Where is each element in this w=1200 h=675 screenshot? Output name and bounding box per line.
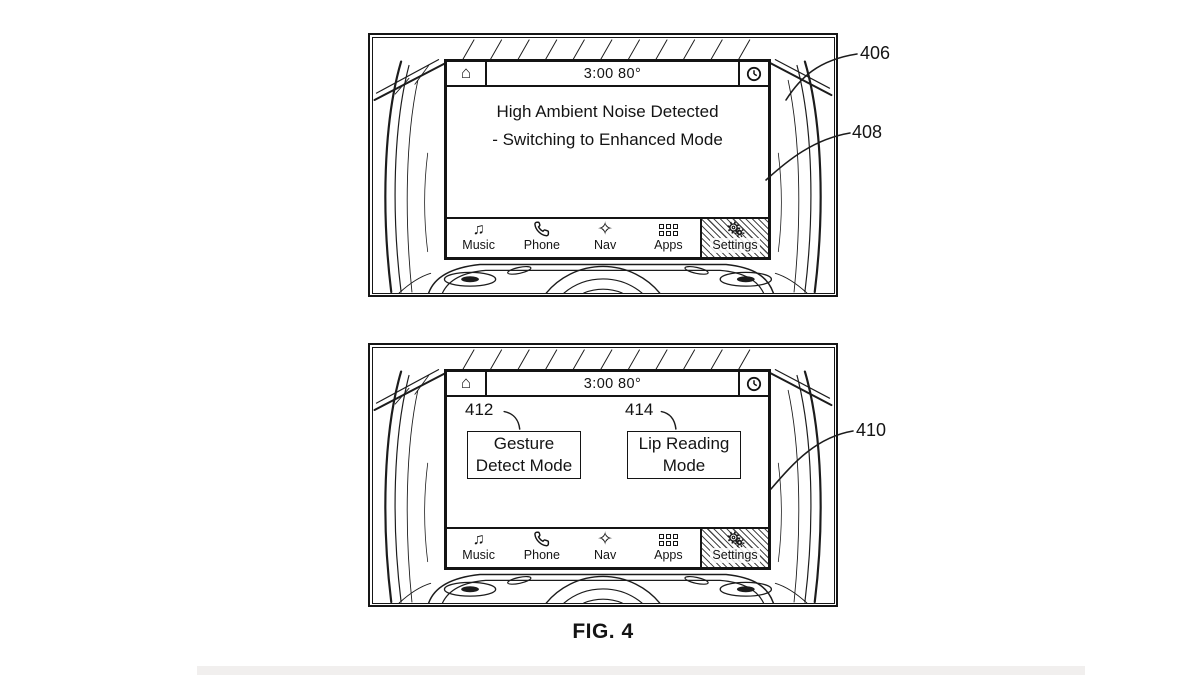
toolbar-item-music[interactable]: ♫ Music	[447, 219, 510, 257]
clock-icon	[746, 376, 762, 391]
toolbar-label: Music	[462, 548, 495, 562]
settings-gears-icon	[726, 221, 745, 238]
ref-406: 406	[860, 43, 891, 63]
home-button[interactable]: ⌂	[447, 372, 487, 395]
phone-icon	[533, 221, 550, 238]
nav-icon: ✧	[597, 529, 614, 550]
screen-content: 412 414 Gesture Detect Mode Lip Reading …	[447, 397, 768, 527]
toolbar-label: Settings	[710, 548, 760, 563]
touchscreen: ⌂ 3:00 80° 412 414 Gesture Detect Mode	[444, 369, 771, 570]
button-label-line-1: Lip Reading	[638, 434, 730, 453]
app-toolbar: ♫ Music Phone ✧ Nav Apps Settings	[447, 527, 768, 567]
home-icon: ⌂	[460, 373, 472, 392]
toolbar-item-phone[interactable]: Phone	[510, 219, 573, 257]
ref-414: 414	[625, 400, 654, 419]
clock-button[interactable]	[738, 62, 768, 85]
touchscreen: ⌂ 3:00 80° High Ambient Noise Detected -…	[444, 59, 771, 260]
toolbar-label: Apps	[654, 548, 683, 562]
status-time-temp: 3:00 80°	[583, 375, 642, 392]
phone-icon	[533, 531, 550, 548]
music-icon: ♫	[472, 531, 485, 548]
toolbar-item-settings[interactable]: Settings	[700, 219, 768, 257]
status-time-temp: 3:00 80°	[583, 65, 642, 82]
status-bar: ⌂ 3:00 80°	[447, 62, 768, 87]
figure-caption: FIG. 4	[572, 620, 634, 643]
clock-button[interactable]	[738, 372, 768, 395]
toolbar-item-nav[interactable]: ✧ Nav	[574, 219, 637, 257]
toolbar-label: Phone	[523, 548, 560, 562]
gesture-detect-mode-button[interactable]: Gesture Detect Mode	[467, 431, 581, 479]
toolbar-label: Music	[462, 238, 495, 252]
toolbar-item-apps[interactable]: Apps	[637, 219, 700, 257]
infotainment-display-notification: ⌂ 3:00 80° High Ambient Noise Detected -…	[368, 33, 838, 297]
clock-icon	[746, 66, 762, 81]
button-label-line-2: Mode	[662, 456, 706, 475]
home-button[interactable]: ⌂	[447, 62, 487, 85]
toolbar-item-settings[interactable]: Settings	[700, 529, 768, 567]
notification-line-2: - Switching to Enhanced Mode	[492, 130, 723, 149]
toolbar-item-apps[interactable]: Apps	[637, 529, 700, 567]
lip-reading-mode-button[interactable]: Lip Reading Mode	[627, 431, 741, 479]
ref-410: 410	[856, 420, 887, 440]
toolbar-item-music[interactable]: ♫ Music	[447, 529, 510, 567]
toolbar-label: Settings	[710, 238, 760, 253]
ref-408: 408	[852, 122, 883, 142]
bottom-strip	[197, 666, 1085, 675]
toolbar-label: Phone	[523, 238, 560, 252]
toolbar-label: Apps	[654, 238, 683, 252]
toolbar-label: Nav	[594, 548, 617, 562]
apps-grid-icon	[658, 531, 678, 548]
settings-gears-icon	[726, 531, 745, 548]
ref-412: 412	[465, 400, 494, 419]
notification-message: High Ambient Noise Detected - Switching …	[447, 98, 768, 154]
toolbar-item-phone[interactable]: Phone	[510, 529, 573, 567]
status-bar: ⌂ 3:00 80°	[447, 372, 768, 397]
home-icon: ⌂	[460, 63, 472, 82]
button-label-line-2: Detect Mode	[475, 456, 573, 475]
app-toolbar: ♫ Music Phone ✧ Nav Apps Settings	[447, 217, 768, 257]
notification-line-1: High Ambient Noise Detected	[496, 102, 719, 121]
apps-grid-icon	[658, 221, 678, 238]
button-label-line-1: Gesture	[493, 434, 555, 453]
nav-icon: ✧	[597, 219, 614, 240]
toolbar-label: Nav	[594, 238, 617, 252]
toolbar-item-nav[interactable]: ✧ Nav	[574, 529, 637, 567]
music-icon: ♫	[472, 221, 485, 238]
screen-content: High Ambient Noise Detected - Switching …	[447, 87, 768, 217]
infotainment-display-mode-select: ⌂ 3:00 80° 412 414 Gesture Detect Mode	[368, 343, 838, 607]
